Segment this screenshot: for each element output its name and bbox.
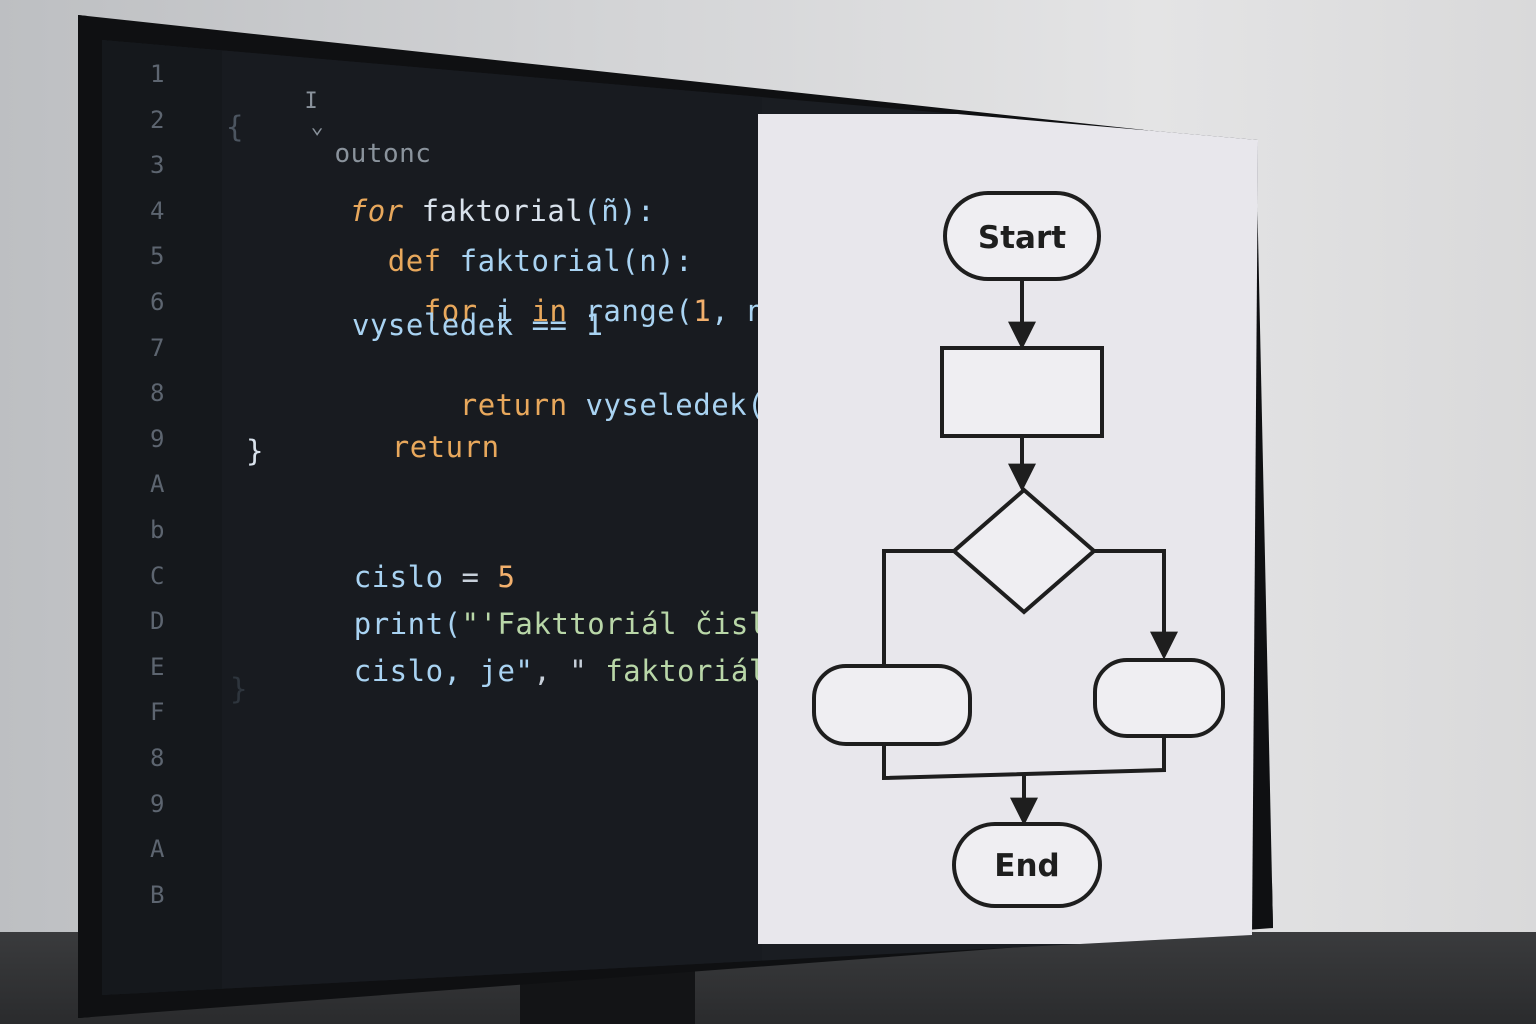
code-line-4: def faktorial(n): [280, 210, 693, 312]
line-number: B [150, 880, 165, 909]
print-call: print( [353, 607, 462, 641]
keyword-in: in [531, 294, 568, 328]
editor-header: I ⌄ outonc [222, 64, 431, 194]
line-number: 9 [150, 789, 165, 818]
line-number: C [150, 561, 165, 590]
line-number: A [150, 470, 165, 499]
keyword-return: return [391, 430, 500, 464]
keyword-def: def [387, 244, 442, 278]
code-line-6: vyseledek == 1 [352, 308, 604, 342]
range-start: 1 [693, 294, 712, 328]
line-number: 6 [150, 288, 165, 316]
line-number: F [150, 698, 165, 727]
code-line-12: print("'Fakttoriál čisla [246, 573, 785, 675]
line-number: 7 [150, 333, 165, 362]
code-line-11: cislo = 5 [246, 526, 515, 628]
code-line-8: return [284, 396, 500, 498]
number-literal: 5 [497, 560, 516, 594]
merge-line [882, 736, 1166, 781]
line-number: E [150, 652, 165, 681]
line-number: 9 [150, 424, 165, 453]
editor-tab-label[interactable]: outonc [334, 139, 432, 169]
left-terminal-box[interactable] [812, 664, 972, 746]
process-box[interactable] [940, 346, 1104, 438]
decision-diamond[interactable] [950, 487, 1098, 615]
keyword-for: for [423, 294, 478, 328]
chevron-down-icon[interactable]: ⌄ [310, 114, 325, 139]
start-node[interactable]: Start [943, 191, 1101, 281]
line-number: D [150, 607, 165, 636]
keyword-for: for [349, 194, 404, 228]
line-number: A [150, 835, 165, 864]
line-number: 5 [150, 242, 165, 271]
line-number: 4 [150, 196, 165, 225]
brace-open: { [226, 110, 244, 144]
line-number: 3 [150, 151, 165, 180]
right-terminal-box[interactable] [1093, 658, 1225, 738]
line-number: b [150, 516, 165, 544]
code-line-9: } [246, 434, 264, 468]
function-args: (ñ): [583, 194, 656, 228]
function-name: faktorial [421, 194, 584, 228]
range-call: range( [585, 294, 694, 328]
branch-right-arrow [1094, 549, 1178, 660]
variable-cislo: cislo [353, 560, 444, 594]
assign-operator: = [443, 560, 498, 594]
line-number-gutter [102, 40, 222, 995]
flowchart-panel: Start End [758, 114, 1258, 944]
branch-left-line [882, 549, 954, 664]
start-label: Start [978, 220, 1066, 256]
keyword-return: return [459, 388, 568, 422]
end-node[interactable]: End [952, 822, 1102, 908]
loop-variable: i [495, 294, 514, 328]
separator: , " [533, 654, 606, 688]
function-args: (n): [621, 244, 694, 278]
line-number: 8 [150, 379, 165, 408]
line-number: 2 [150, 105, 165, 134]
print-args: cislo, je" [353, 654, 534, 688]
line-number: 1 [150, 60, 165, 88]
line-number: 8 [150, 744, 165, 772]
code-line-3: for faktorial(ñ): [242, 160, 655, 262]
brace-close-faded: } [230, 672, 248, 706]
function-name: faktorial [459, 244, 622, 278]
text-cursor-icon: I [304, 89, 319, 114]
flowchart: Start End [812, 191, 1225, 908]
end-label: End [994, 848, 1059, 884]
